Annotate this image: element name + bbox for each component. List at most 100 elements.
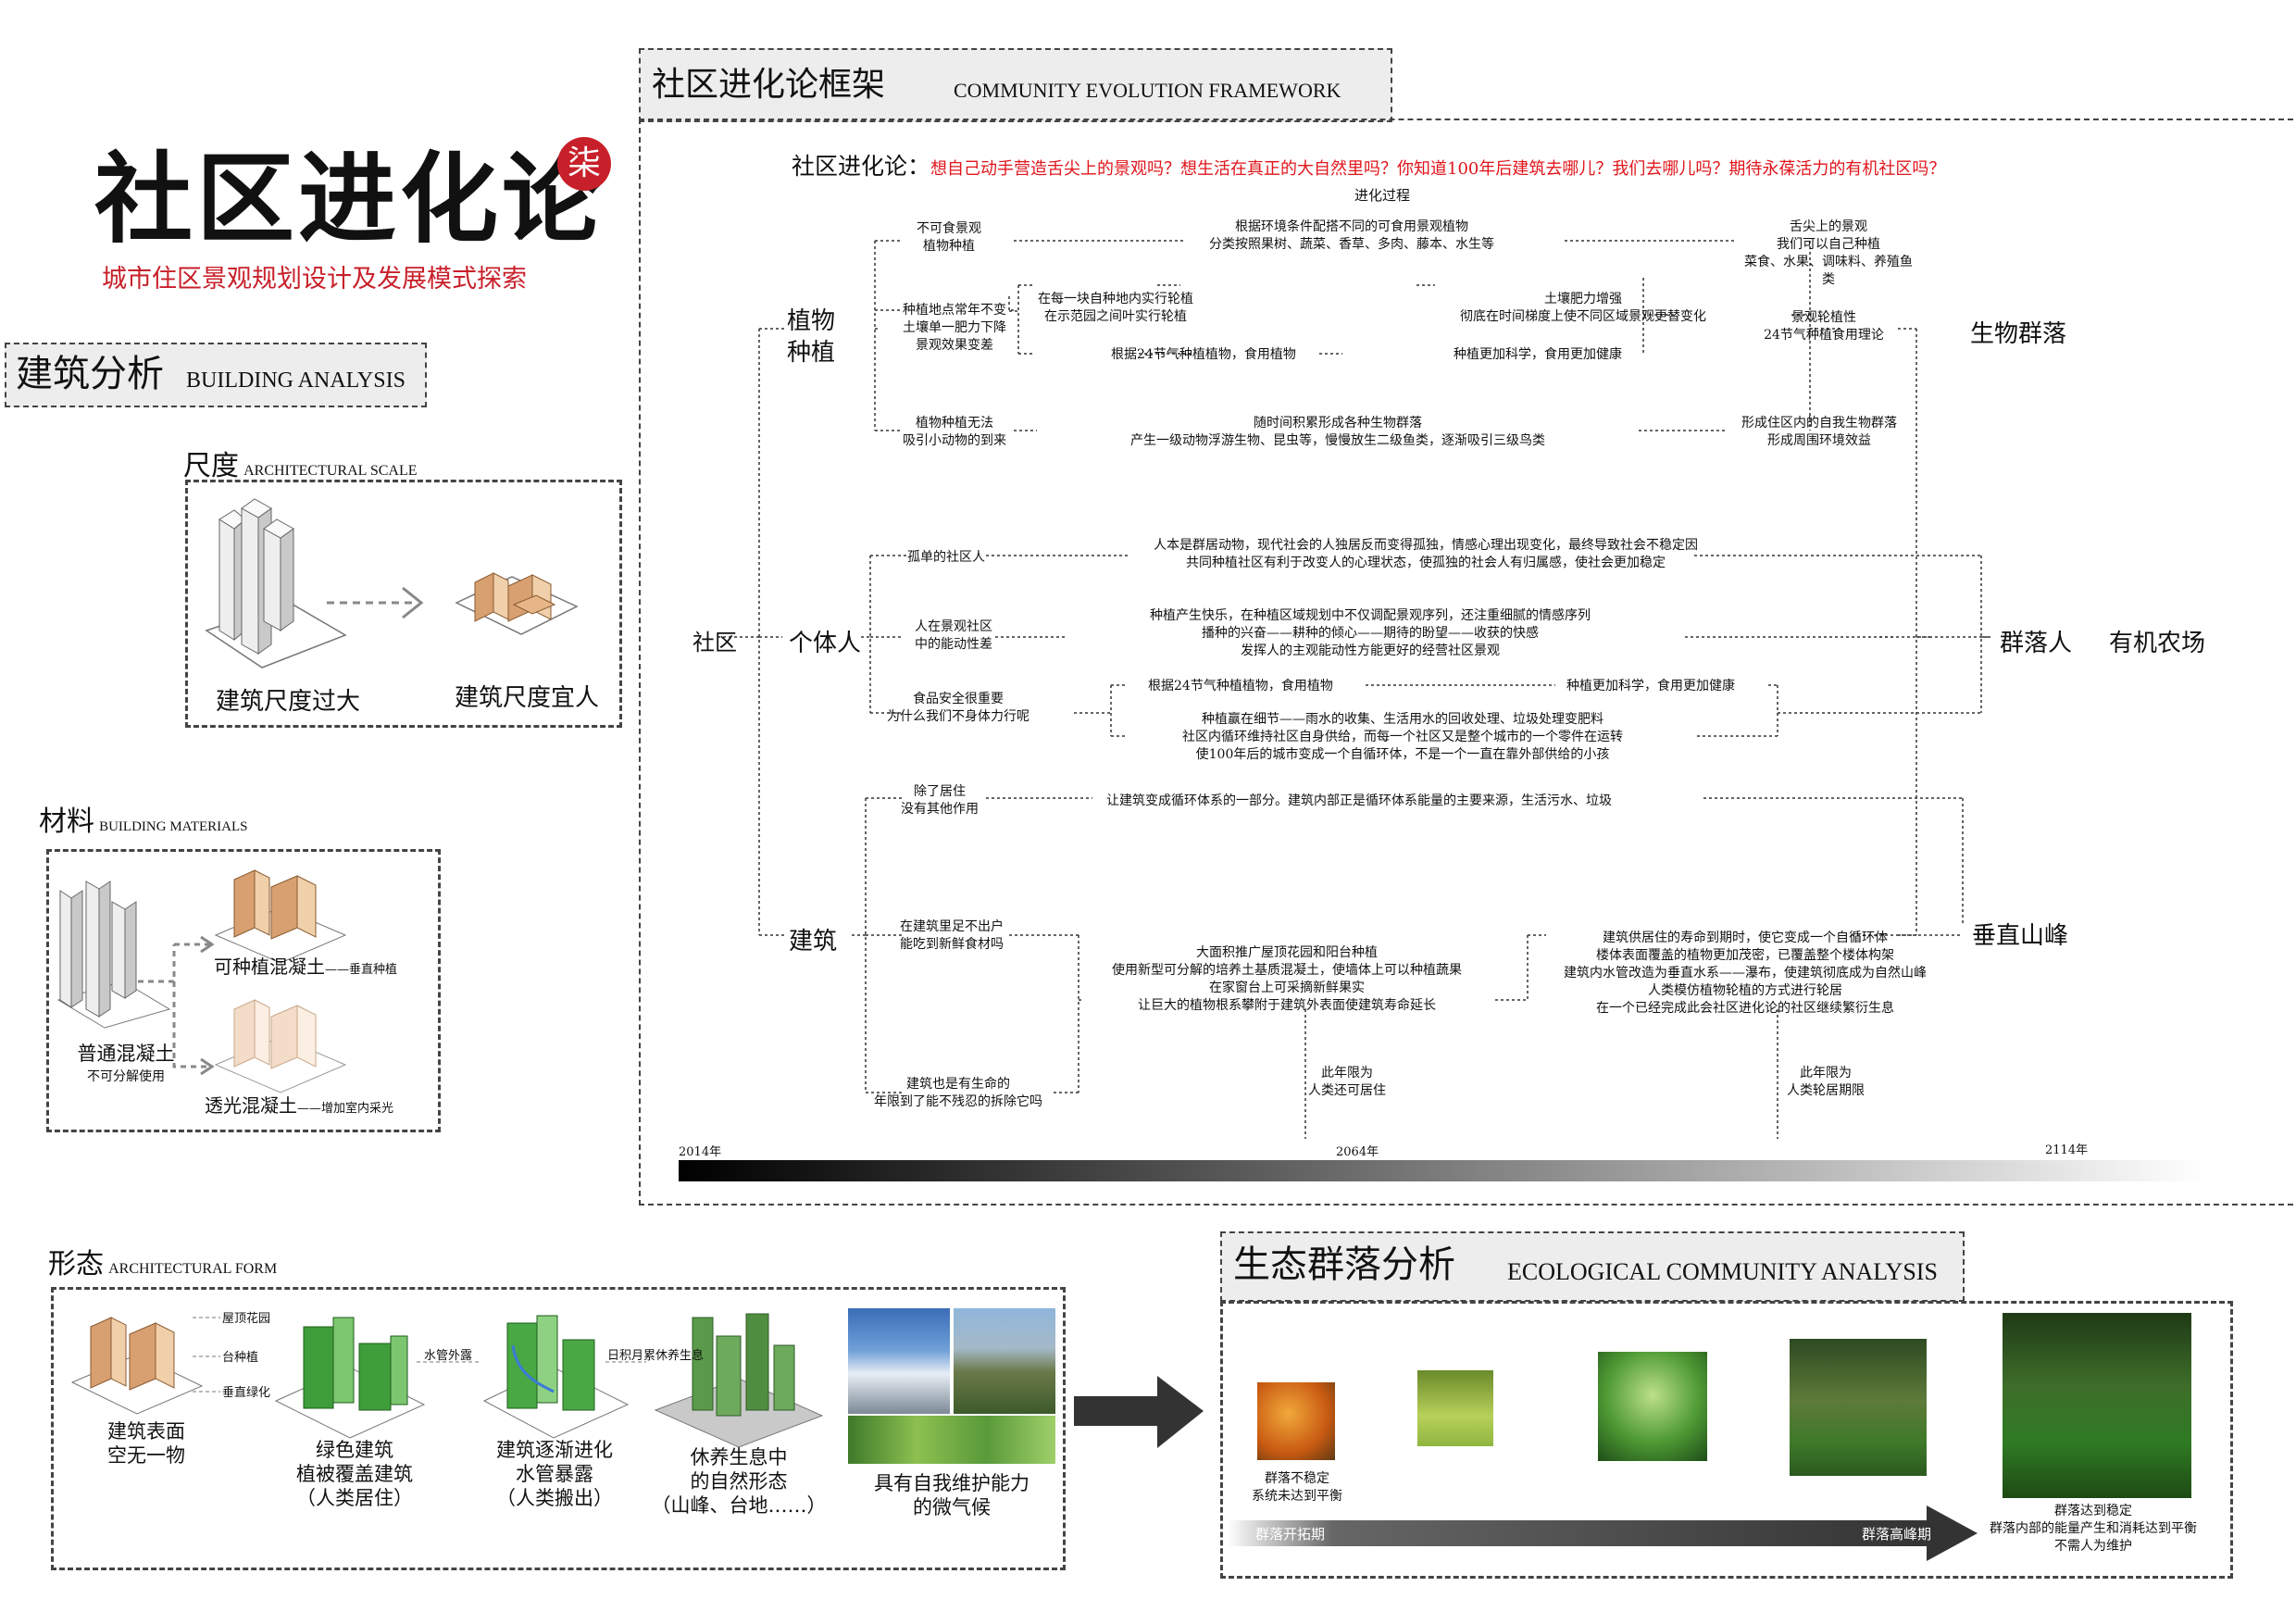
people-b1: 人在景观社区 中的能动性差: [898, 618, 1009, 654]
scale-box: 建筑尺度过大 建筑尺度宜人: [185, 480, 622, 728]
arch-a1-line1: 除了居住: [914, 784, 966, 799]
arrow-left-label: 群落开拓期: [1255, 1526, 1326, 1543]
forest-stage-photo: [1790, 1339, 1927, 1476]
framework-frame: [639, 119, 2293, 1206]
materials-illustration: [56, 869, 347, 1093]
plant-c3: 形成住区内的自我生物群落 形成周围环境效益: [1727, 415, 1912, 450]
arch-a2: 让建筑变成循环体系的一部分。建筑内部正是循环体系能量的主要来源，生活污水、垃圾: [1106, 793, 1612, 808]
framework-tree-lines: [718, 240, 1990, 1139]
ecology-last-caption: 群落达到稳定 群落内部的能量产生和消耗达到平衡 不需人为维护: [1968, 1503, 2218, 1555]
framework-question-text: 想自己动手营造舌尖上的景观吗？想生活在真正的大自然里吗？你知道100年后建筑去哪…: [930, 159, 1946, 179]
ecology-last-line2: 群落内部的能量产生和消耗达到平衡: [1990, 1521, 2197, 1536]
people-a1: 孤单的社区人: [907, 550, 985, 565]
people-c4: 种植赢在细节——雨水的收集、生活用水的回收处理、垃圾处理变肥料 社区内循环维持社…: [1125, 711, 1680, 764]
form-box: 屋顶花园 台种植 垂直绿化 水管外露 日积月累休养生息 建筑表面 空无一物 绿色…: [51, 1287, 1066, 1570]
title-seal-text: 柒: [567, 144, 601, 182]
scale-left-caption: 建筑尺度过大: [216, 688, 361, 716]
node-group-people: 群落人: [2000, 630, 2073, 657]
node-plant-line1: 植物: [787, 307, 836, 335]
plant-b1-line3: 景观效果变差: [916, 338, 993, 353]
tall-towers-icon: [205, 498, 347, 668]
people-b1-line1: 人在景观社区: [915, 619, 992, 634]
arch-b2-line1: 大面积推广屋顶花园和阳台种植: [1196, 945, 1378, 960]
plant-c2-line1: 随时间积累形成各种生物群落: [1254, 416, 1422, 431]
form-stage1-line2: 空无一物: [107, 1444, 185, 1467]
form-tag-platform: 台种植: [222, 1351, 259, 1365]
evolving-building-icon: [482, 1315, 630, 1439]
form-connector-pipe: 水管外露: [424, 1349, 473, 1363]
arch-b1-line2: 能吃到新鲜食材吗: [900, 937, 1004, 952]
plant-a3-line3: 菜食、水果、调味料、养殖鱼类: [1744, 255, 1913, 287]
plant-c1: 植物种植无法 吸引小动物的到来: [894, 415, 1015, 450]
plant-a2-line2: 分类按照果树、蔬菜、香草、多肉、藤本、水生等: [1209, 237, 1494, 252]
form-stage3-line3: （人类搬出）: [496, 1487, 613, 1509]
building-analysis-title-en: BUILDING ANALYSIS: [186, 369, 406, 393]
arch-b3-line5: 在一个已经完成此会社区进化论的社区继续繁衍生息: [1596, 1001, 1894, 1016]
pioneer-stage-photo: [1257, 1382, 1335, 1460]
arch-b2: 大面积推广屋顶花园和阳台种植 使用新型可分解的培养土基质混凝土，使墙体上可以种植…: [1074, 944, 1500, 1015]
title-subtitle: 城市住区景观规划设计及发展模式探索: [102, 265, 527, 294]
arch-b3-line2: 楼体表面覆盖的植物更加茂密，已覆盖整个楼体构架: [1596, 948, 1894, 963]
people-b2-line2: 播种的兴奋——耕种的倾心——期待的盼望——收获的快感: [1202, 626, 1539, 641]
plant-a1-line1: 不可食景观: [917, 221, 981, 236]
form-label: 形态 ARCHITECTURAL FORM: [48, 1241, 277, 1281]
arch-c1-line1: 建筑也是有生命的: [906, 1077, 1010, 1092]
arch-d1-line2: 人类还可居住: [1308, 1083, 1386, 1098]
concrete-towers-icon: [56, 881, 171, 1029]
materials-bottom-caption: 透光混凝土——增加室内采光: [205, 1091, 393, 1118]
plant-c2-line2: 产生一级动物浮游生物、昆虫等，慢慢放生二级鱼类，逐渐吸引三级鸟类: [1130, 433, 1545, 448]
materials-top-name: 可种植混凝土: [214, 956, 325, 978]
node-bio-community: 生物群落: [1970, 320, 2067, 348]
form-stage2-line2: 植被覆盖建筑: [296, 1463, 413, 1485]
scale-illustration: [205, 498, 579, 668]
grass-stage-photo: [1417, 1370, 1493, 1446]
node-building: 建筑: [789, 928, 838, 956]
succession-arrow-icon: [1228, 1505, 1978, 1561]
people-c1-line2: 为什么我们不身体力行呢: [887, 709, 1029, 724]
form-stage4-line2: 的自然形态: [690, 1470, 788, 1493]
plant-b2-line2: 在示范园之间叶实行轮植: [1044, 309, 1187, 324]
arch-a1-line2: 没有其他作用: [901, 802, 979, 817]
form-stage2: 绿色建筑 植被覆盖建筑 （人类居住）: [276, 1438, 433, 1510]
arch-c1: 建筑也是有生命的 年限到了能不残忍的拆除它吗: [861, 1076, 1055, 1111]
node-organic-farm: 有机农场: [2109, 630, 2206, 657]
ecology-first-caption: 群落不稳定 系统未达到平衡: [1228, 1470, 1366, 1505]
plant-c2: 随时间积累形成各种生物群落 产生一级动物浮游生物、昆虫等，慢慢放生二级鱼类，逐渐…: [1037, 415, 1639, 450]
materials-top-note: ——垂直种植: [325, 963, 398, 977]
people-c4-line1: 种植赢在细节——雨水的收集、生活用水的回收处理、垃圾处理变肥料: [1202, 712, 1603, 727]
arrow-right-label: 群落高峰期: [1862, 1526, 1932, 1543]
arch-d1: 此年限为 人类还可居住: [1301, 1065, 1393, 1100]
materials-label-cn: 材料: [39, 806, 94, 838]
ecology-last-line1: 群落达到稳定: [2054, 1504, 2132, 1518]
arch-d1-line1: 此年限为: [1321, 1066, 1373, 1081]
timeline-2014: 2014年: [679, 1145, 722, 1159]
ecology-title: 生态群落分析: [1233, 1243, 1455, 1286]
green-building-icon: [274, 1317, 426, 1439]
materials-top-caption: 可种植混凝土——垂直种植: [214, 952, 397, 979]
plant-b6: 景观轮植性 24节气种植食用理论: [1759, 309, 1889, 344]
building-analysis-header: 建筑分析 BUILDING ANALYSIS: [5, 343, 427, 407]
plant-b1-line1: 种植地点常年不变: [903, 303, 1006, 318]
plant-b3: 土壤肥力增强 彻底在时间梯度上使不同区域景观更替变化: [1430, 291, 1736, 326]
arch-b2-line4: 让巨大的植物根系攀附于建筑外表面使建筑寿命延长: [1138, 998, 1436, 1013]
plant-b2-line1: 在每一块自种地内实行轮植: [1038, 292, 1193, 306]
form-label-en: ARCHITECTURAL FORM: [108, 1261, 278, 1277]
climax-stage-photo: [2003, 1313, 2191, 1498]
arch-d2-line2: 人类轮居期限: [1787, 1083, 1865, 1098]
materials-box: 普通混凝土 不可分解使用 可种植混凝土——垂直种植 透光混凝土——增加室内采光: [46, 849, 441, 1132]
node-vertical-peak: 垂直山峰: [1972, 922, 2069, 950]
people-c2: 根据24节气种植植物，食用植物: [1148, 679, 1333, 693]
arch-b2-line3: 在家窗台上可采摘新鲜果实: [1209, 981, 1365, 995]
form-stage5: 具有自我维护能力 的微气候: [848, 1471, 1055, 1519]
materials-label: 材料 BUILDING MATERIALS: [39, 798, 248, 839]
plant-a1: 不可食景观 植物种植: [889, 220, 1009, 256]
node-plant: 植物 种植: [787, 306, 835, 369]
ecology-first-line1: 群落不稳定: [1265, 1471, 1329, 1486]
plant-b1: 种植地点常年不变 土壤单一肥力下降 景观效果变差: [894, 302, 1015, 355]
people-a2: 人本是群居动物，现代社会的人独居反而变得孤独，情感心理出现变化，最终导致社会不稳…: [1129, 537, 1722, 572]
people-b2: 种植产生快乐，在种植区域规划中不仅调配景观序列，还注重细腻的情感序列 播种的兴奋…: [1065, 607, 1676, 660]
form-stage3: 建筑逐渐进化 水管暴露 （人类搬出）: [476, 1438, 633, 1510]
arch-b3-line4: 人类模仿植物轮植的方式进行轮居: [1648, 983, 1842, 998]
node-community: 社区: [693, 630, 737, 656]
ecology-header: 生态群落分析 ECOLOGICAL COMMUNITY ANALYSIS: [1220, 1231, 1965, 1302]
